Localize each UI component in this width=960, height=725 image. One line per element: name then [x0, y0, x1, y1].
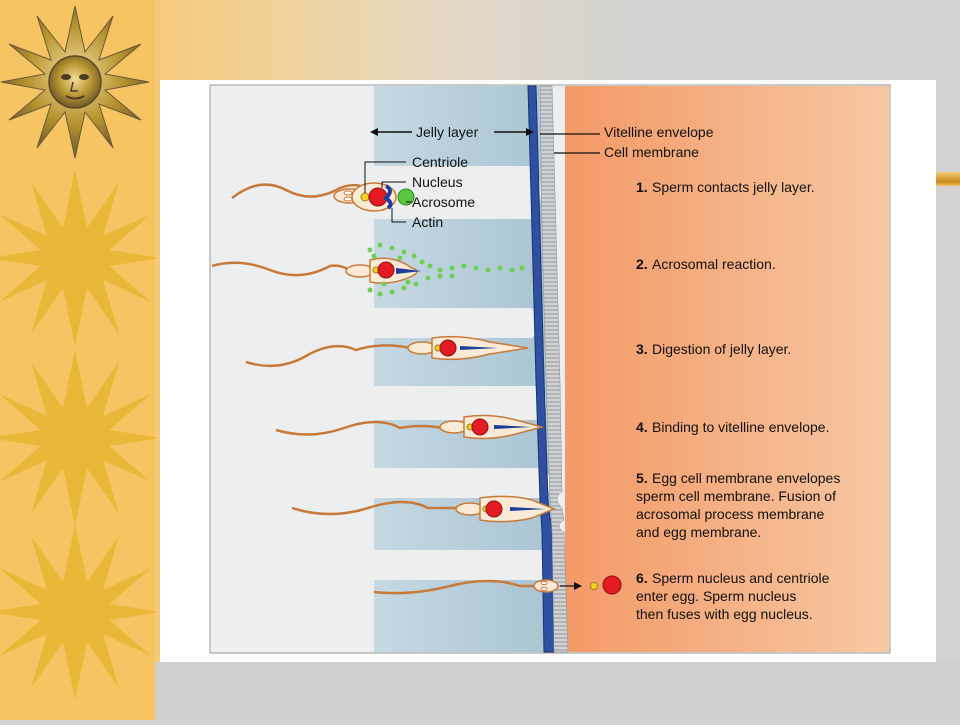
sun-icon: [0, 350, 161, 526]
jelly-layer: [362, 86, 553, 652]
step-number: 1.: [636, 179, 648, 195]
step-text: Egg cell membrane envelopes: [652, 470, 840, 486]
jelly-layer-label-group: Jelly layer: [370, 124, 534, 140]
egg-cytoplasm: [565, 86, 889, 652]
step-text: Sperm contacts jelly layer.: [652, 179, 815, 195]
acrosome-label: Acrosome: [412, 194, 475, 210]
step-2: 2. Acrosomal reaction.: [636, 256, 776, 272]
step-6: 6. Sperm nucleus and centriole enter egg…: [636, 570, 830, 622]
step-text: enter egg. Sperm nucleus: [636, 588, 796, 604]
step-5: 5. Egg cell membrane envelopes sperm cel…: [636, 470, 840, 540]
nucleus-label: Nucleus: [412, 174, 463, 190]
step-text: Binding to vitelline envelope.: [652, 419, 829, 435]
sperm-stage-3: [245, 335, 529, 368]
step-4: 4. Binding to vitelline envelope.: [636, 419, 829, 435]
cell-membrane-label: Cell membrane: [604, 144, 699, 160]
step-number: 5.: [636, 470, 648, 486]
step-text: sperm cell membrane. Fusion of: [636, 488, 836, 504]
vitelline-envelope-label: Vitelline envelope: [604, 124, 714, 140]
step-1: 1. Sperm contacts jelly layer.: [636, 179, 815, 195]
sun-icon: [0, 524, 161, 700]
centriole-label: Centriole: [412, 154, 468, 170]
step-text: Sperm nucleus and centriole: [652, 570, 830, 586]
left-decorative-strip: [0, 0, 161, 720]
jelly-layer-label: Jelly layer: [416, 124, 479, 140]
sperm-stage-5: [291, 495, 556, 523]
step-3: 3. Digestion of jelly layer.: [636, 341, 791, 357]
step-number: 2.: [636, 256, 648, 272]
step-number: 3.: [636, 341, 648, 357]
sperm-stage-4: [275, 414, 545, 440]
sperm-stage-2: [211, 242, 525, 297]
sperm-part-labels: Centriole Nucleus Acrosome Actin: [364, 154, 475, 230]
step-number: 6.: [636, 570, 648, 586]
sperm-stage-6: [373, 575, 622, 595]
fertilization-diagram: Jelly layer Vitelline envelope Cell memb…: [209, 84, 891, 654]
step-text: Acrosomal reaction.: [652, 256, 776, 272]
accent-bar: [936, 172, 960, 186]
sun-motifs: [0, 5, 161, 700]
bottom-band: [155, 662, 960, 720]
step-text: and egg membrane.: [636, 524, 761, 540]
step-text: Digestion of jelly layer.: [652, 341, 791, 357]
step-number: 4.: [636, 419, 648, 435]
step-text: acrosomal process membrane: [636, 506, 825, 522]
cell-membrane: [539, 85, 569, 653]
sun-icon: [0, 170, 161, 346]
actin-label: Actin: [412, 214, 443, 230]
sun-face-icon: [0, 5, 150, 159]
step-text: then fuses with egg nucleus.: [636, 606, 813, 622]
sperm-stage-1: [231, 182, 415, 212]
